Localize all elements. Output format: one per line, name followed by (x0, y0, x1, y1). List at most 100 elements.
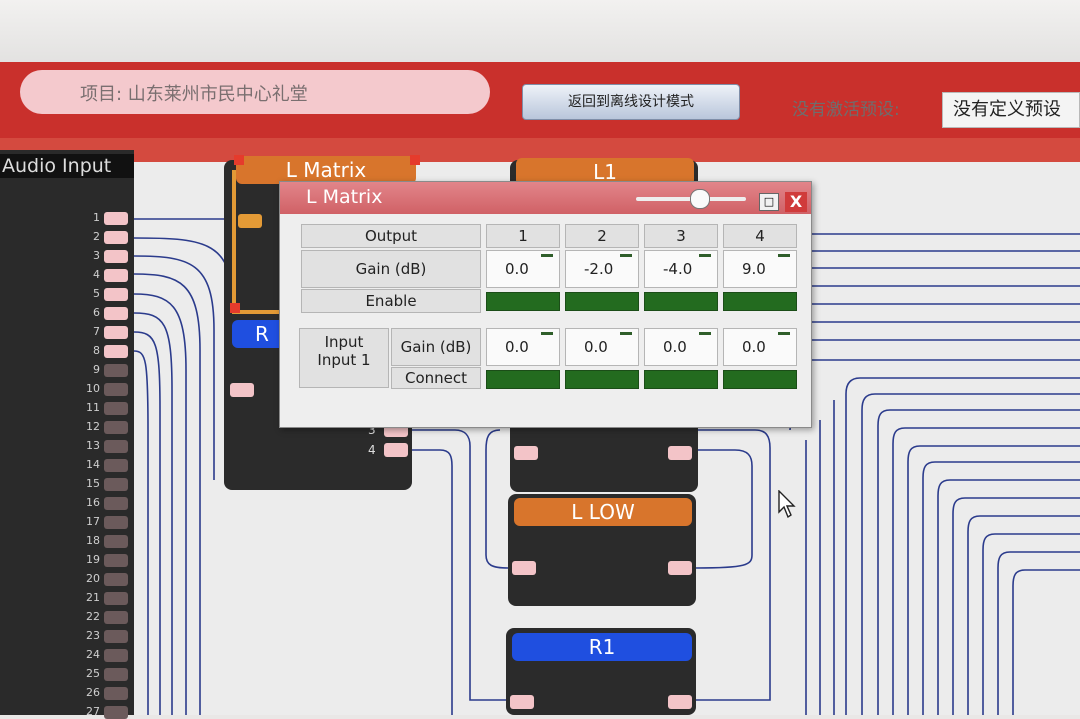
audio-input-port-pin[interactable] (104, 307, 128, 320)
audio-input-port-number: 2 (93, 230, 100, 243)
output-gain-label: Gain (dB) (301, 250, 481, 288)
audio-input-port-pin[interactable] (104, 402, 128, 415)
maximize-icon[interactable]: □ (759, 193, 779, 211)
audio-input-port-pin[interactable] (104, 706, 128, 719)
audio-input-port-pin[interactable] (104, 497, 128, 510)
audio-input-port-pin[interactable] (104, 535, 128, 548)
output-gain-value: -4.0 (663, 260, 693, 278)
output-gain-field[interactable]: -2.0 (565, 250, 639, 288)
dialog-title: L Matrix (306, 186, 383, 208)
audio-input-port-number: 20 (86, 572, 100, 585)
enable-toggle[interactable] (723, 292, 797, 311)
connect-toggle[interactable] (723, 370, 797, 389)
enable-toggle[interactable] (486, 292, 560, 311)
r1-output-pin[interactable] (668, 695, 692, 709)
l-low-block-title[interactable]: L LOW (514, 498, 692, 526)
audio-input-port-number: 12 (86, 420, 100, 433)
enable-toggle[interactable] (644, 292, 718, 311)
r1-block-title[interactable]: R1 (512, 633, 692, 661)
audio-input-port-pin[interactable] (104, 250, 128, 263)
input-gain-label: Gain (dB) (391, 328, 481, 366)
gain-indicator (699, 254, 711, 257)
l-matrix-block-title[interactable]: L Matrix (236, 156, 416, 184)
l1-block-body[interactable] (510, 420, 698, 492)
output-gain-field[interactable]: 9.0 (723, 250, 797, 288)
gain-indicator (541, 254, 553, 257)
output-gain-field[interactable]: 0.0 (486, 250, 560, 288)
audio-input-port-number: 19 (86, 553, 100, 566)
selection-handle[interactable] (234, 155, 244, 165)
l1-input-pin[interactable] (514, 446, 538, 460)
audio-input-port-number: 7 (93, 325, 100, 338)
audio-input-port-number: 27 (86, 705, 100, 718)
opacity-slider-knob[interactable] (690, 189, 710, 209)
input-gain-field[interactable]: 0.0 (644, 328, 718, 366)
input-gain-field[interactable]: 0.0 (565, 328, 639, 366)
gain-indicator (620, 332, 632, 335)
audio-input-port-pin[interactable] (104, 611, 128, 624)
audio-input-port-pin[interactable] (104, 478, 128, 491)
output-number-header: 1 (486, 224, 560, 248)
audio-input-port-number: 4 (93, 268, 100, 281)
preset-select[interactable]: 没有定义预设 (942, 92, 1080, 128)
audio-input-port-number: 17 (86, 515, 100, 528)
audio-input-port-pin[interactable] (104, 345, 128, 358)
dialog-title-bar[interactable]: L Matrix □ X (280, 182, 811, 214)
audio-input-port-pin[interactable] (104, 421, 128, 434)
connect-toggle[interactable] (486, 370, 560, 389)
audio-input-port-pin[interactable] (104, 573, 128, 586)
audio-input-port-pin[interactable] (104, 212, 128, 225)
l1-output-pin[interactable] (668, 446, 692, 460)
gain-indicator (778, 254, 790, 257)
audio-input-port-pin[interactable] (104, 687, 128, 700)
selection-handle[interactable] (230, 303, 240, 313)
connect-toggle[interactable] (644, 370, 718, 389)
audio-input-port-pin[interactable] (104, 269, 128, 282)
offline-design-mode-button[interactable]: 返回到离线设计模式 (522, 84, 740, 120)
audio-input-port-number: 23 (86, 629, 100, 642)
audio-input-port-pin[interactable] (104, 326, 128, 339)
audio-input-port-pin[interactable] (104, 440, 128, 453)
r-block-input-pin[interactable] (230, 383, 254, 397)
project-label: 项目: 山东莱州市民中心礼堂 (80, 84, 308, 105)
audio-input-port-number: 18 (86, 534, 100, 547)
l-low-output-pin[interactable] (668, 561, 692, 575)
audio-input-port-pin[interactable] (104, 668, 128, 681)
audio-input-port-pin[interactable] (104, 383, 128, 396)
gain-indicator (541, 332, 553, 335)
audio-input-port-number: 8 (93, 344, 100, 357)
gain-indicator (620, 254, 632, 257)
audio-input-port-number: 15 (86, 477, 100, 490)
enable-toggle[interactable] (565, 292, 639, 311)
audio-input-port-pin[interactable] (104, 231, 128, 244)
audio-input-port-number: 21 (86, 591, 100, 604)
audio-input-port-pin[interactable] (104, 592, 128, 605)
active-preset-label: 没有激活预设: (792, 100, 900, 120)
audio-input-port-number: 22 (86, 610, 100, 623)
audio-input-port-pin[interactable] (104, 459, 128, 472)
close-icon[interactable]: X (785, 192, 807, 212)
l-matrix-input-pin[interactable] (238, 214, 262, 228)
connect-toggle[interactable] (565, 370, 639, 389)
audio-input-port-number: 10 (86, 382, 100, 395)
selection-handle[interactable] (410, 155, 420, 165)
audio-input-port-number: 26 (86, 686, 100, 699)
audio-input-port-number: 16 (86, 496, 100, 509)
audio-input-port-pin[interactable] (104, 630, 128, 643)
audio-input-title: Audio Input (0, 154, 134, 178)
audio-input-port-pin[interactable] (104, 516, 128, 529)
audio-input-port-pin[interactable] (104, 288, 128, 301)
audio-input-port-number: 14 (86, 458, 100, 471)
gain-indicator (778, 332, 790, 335)
audio-input-port-pin[interactable] (104, 554, 128, 567)
output-pin-4[interactable] (384, 443, 408, 457)
audio-input-port-pin[interactable] (104, 649, 128, 662)
audio-input-port-pin[interactable] (104, 364, 128, 377)
r1-input-pin[interactable] (510, 695, 534, 709)
l-low-input-pin[interactable] (512, 561, 536, 575)
input-gain-field[interactable]: 0.0 (486, 328, 560, 366)
output-gain-field[interactable]: -4.0 (644, 250, 718, 288)
input-gain-field[interactable]: 0.0 (723, 328, 797, 366)
